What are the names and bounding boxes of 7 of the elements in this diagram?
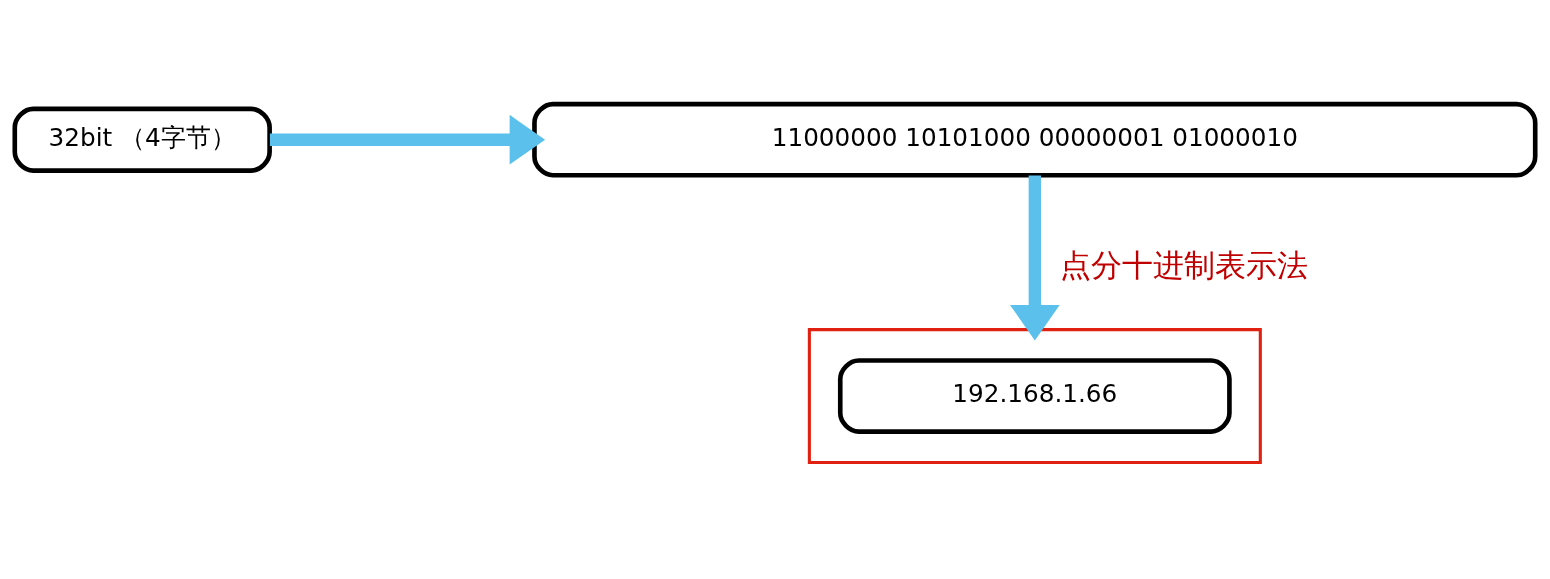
cluster — [807, 328, 1262, 464]
node-box: 192.168.1.66 — [837, 358, 1232, 434]
arrow — [269, 114, 546, 165]
node-box: 11000000 10101000 00000001 01000010 — [532, 101, 1538, 178]
edge-label: 点分十进制表示法 — [1060, 246, 1309, 283]
arrow — [1010, 175, 1060, 341]
node-box: 32bit （4字节） — [12, 106, 272, 173]
